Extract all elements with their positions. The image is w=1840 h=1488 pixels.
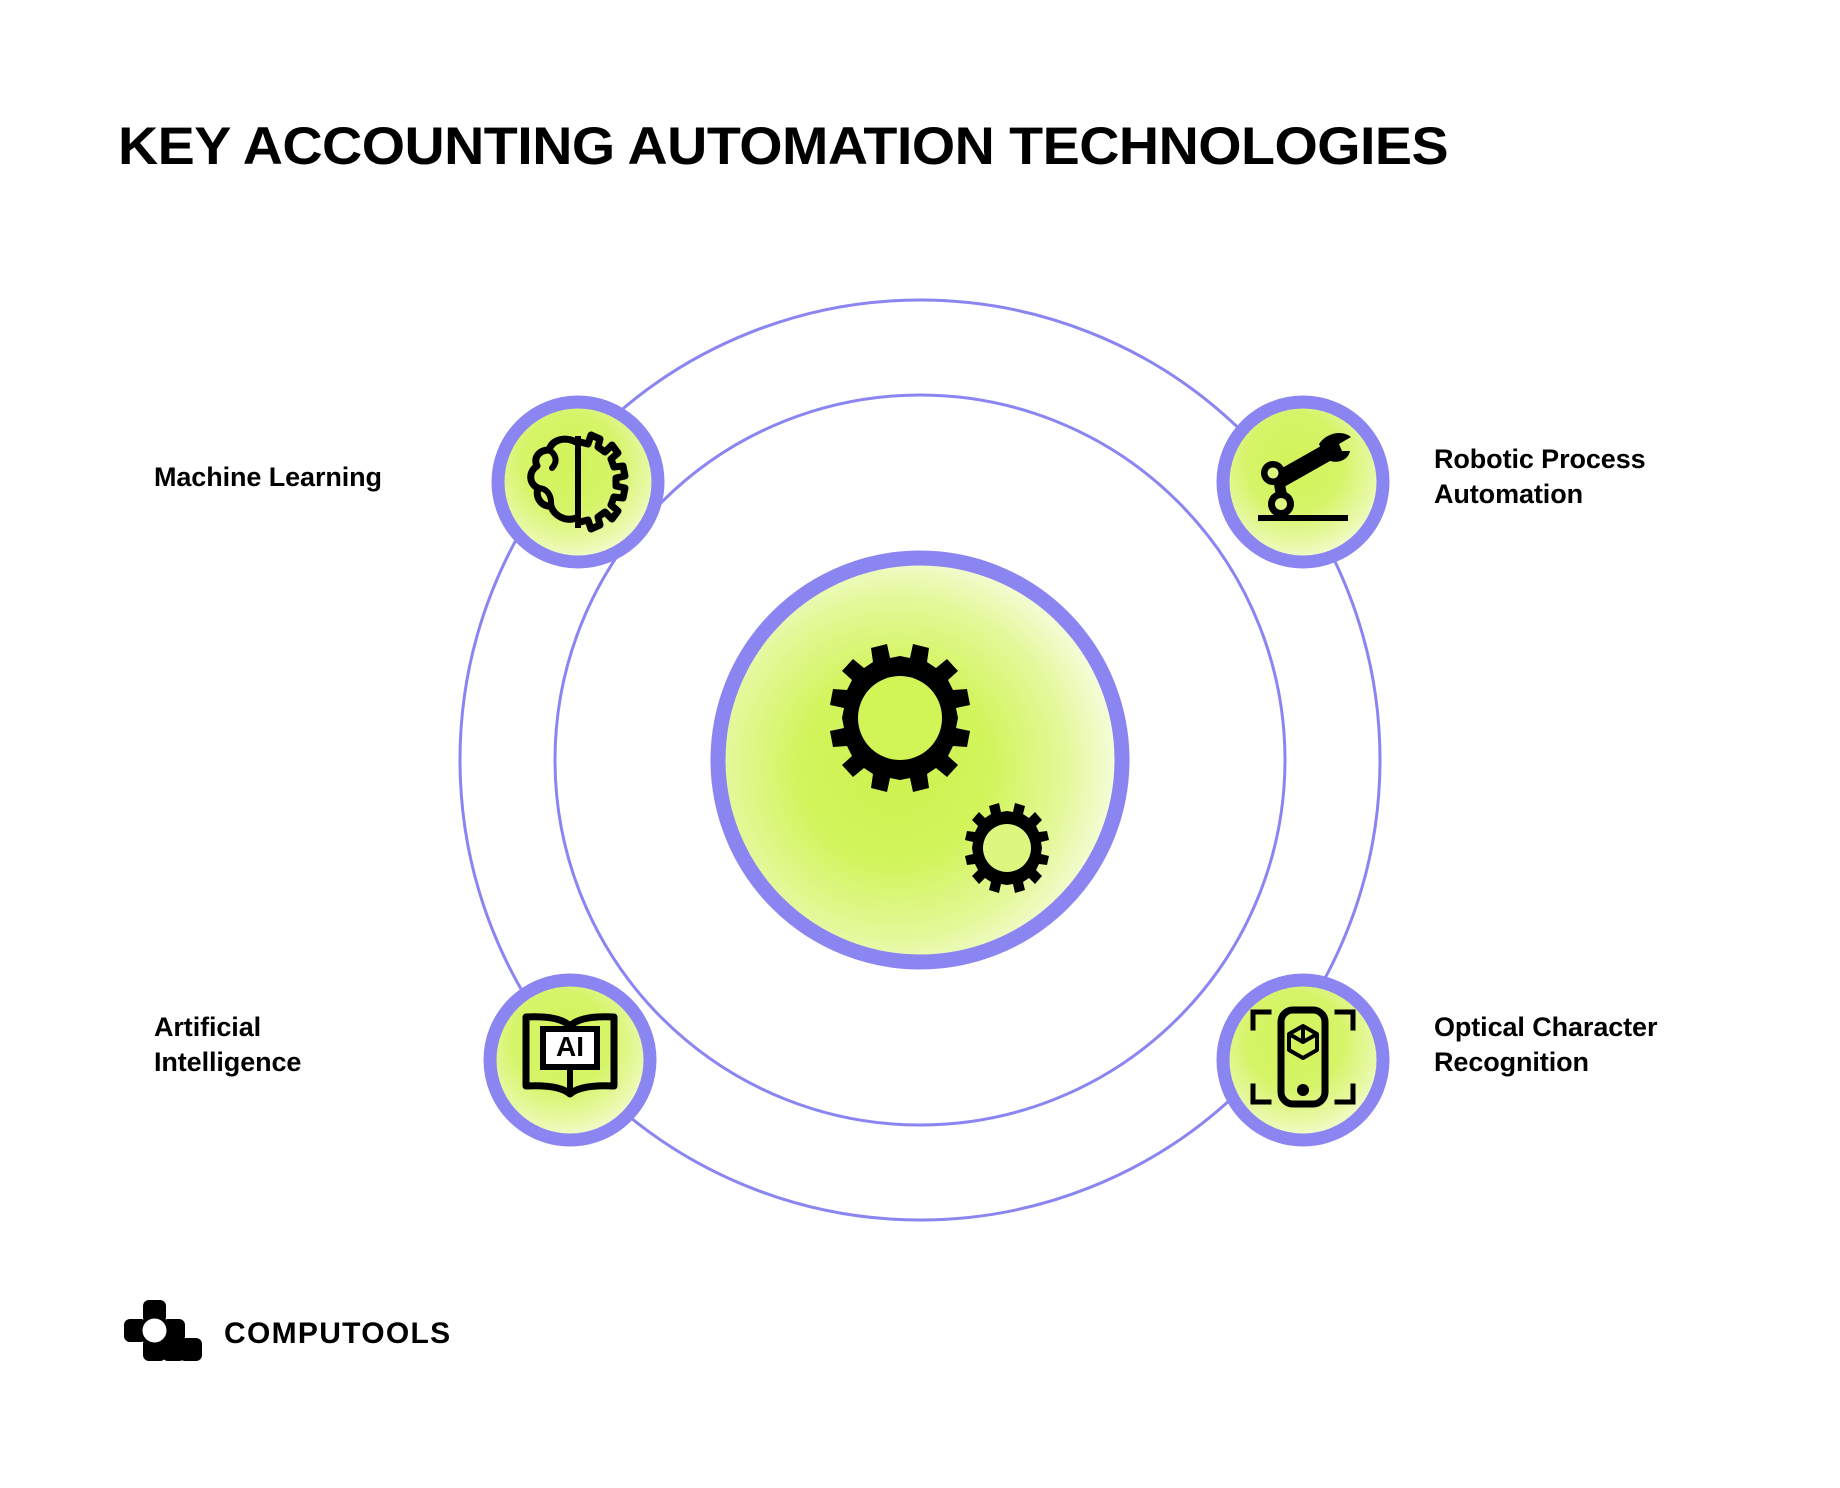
robot-arm-wrench-icon xyxy=(1258,432,1351,521)
gear-large-hub xyxy=(859,677,941,759)
label-ocr-line2: Recognition xyxy=(1434,1046,1589,1077)
label-machine-learning-line1: Machine Learning xyxy=(154,462,382,492)
label-artificial-intelligence: Artificial Intelligence xyxy=(154,1010,454,1079)
label-ai-line2: Intelligence xyxy=(154,1046,302,1077)
computools-blocks-logo xyxy=(124,1300,202,1361)
label-rpa-line2: Automation xyxy=(1434,478,1583,509)
node-optical-character-recognition[interactable] xyxy=(1216,973,1390,1147)
inner-orbit-ring xyxy=(553,393,1287,1127)
node-circle-ocr xyxy=(1216,973,1390,1147)
label-rpa-line1: Robotic Process xyxy=(1434,444,1646,474)
node-machine-learning[interactable] xyxy=(491,395,665,569)
node-circle-rpa xyxy=(1216,395,1390,569)
label-machine-learning: Machine Learning xyxy=(154,460,454,495)
node-robotic-process-automation[interactable] xyxy=(1216,395,1390,569)
brand-wordmark: COMPUTOOLS xyxy=(224,1317,452,1350)
outer-orbit-ring xyxy=(458,298,1382,1222)
book-ai-icon: AI xyxy=(522,1013,618,1098)
center-node[interactable] xyxy=(710,550,1130,970)
footer-logo: COMPUTOOLS xyxy=(124,1300,451,1368)
node-artificial-intelligence[interactable]: AI xyxy=(483,973,657,1147)
brain-gear-icon xyxy=(527,431,629,533)
gear-large-icon xyxy=(830,644,970,792)
label-robotic-process-automation: Robotic Process Automation xyxy=(1434,442,1774,511)
page-title: KEY ACCOUNTING AUTOMATION TECHNOLOGIES xyxy=(118,117,1449,176)
label-ai-line1: Artificial xyxy=(154,1012,262,1042)
scan-cube-icon xyxy=(1250,1006,1356,1108)
gear-small-hub xyxy=(983,824,1031,872)
svg-text:AI: AI xyxy=(556,1031,584,1062)
label-optical-character-recognition: Optical Character Recognition xyxy=(1434,1010,1774,1079)
label-ocr-line1: Optical Character xyxy=(1434,1012,1658,1042)
